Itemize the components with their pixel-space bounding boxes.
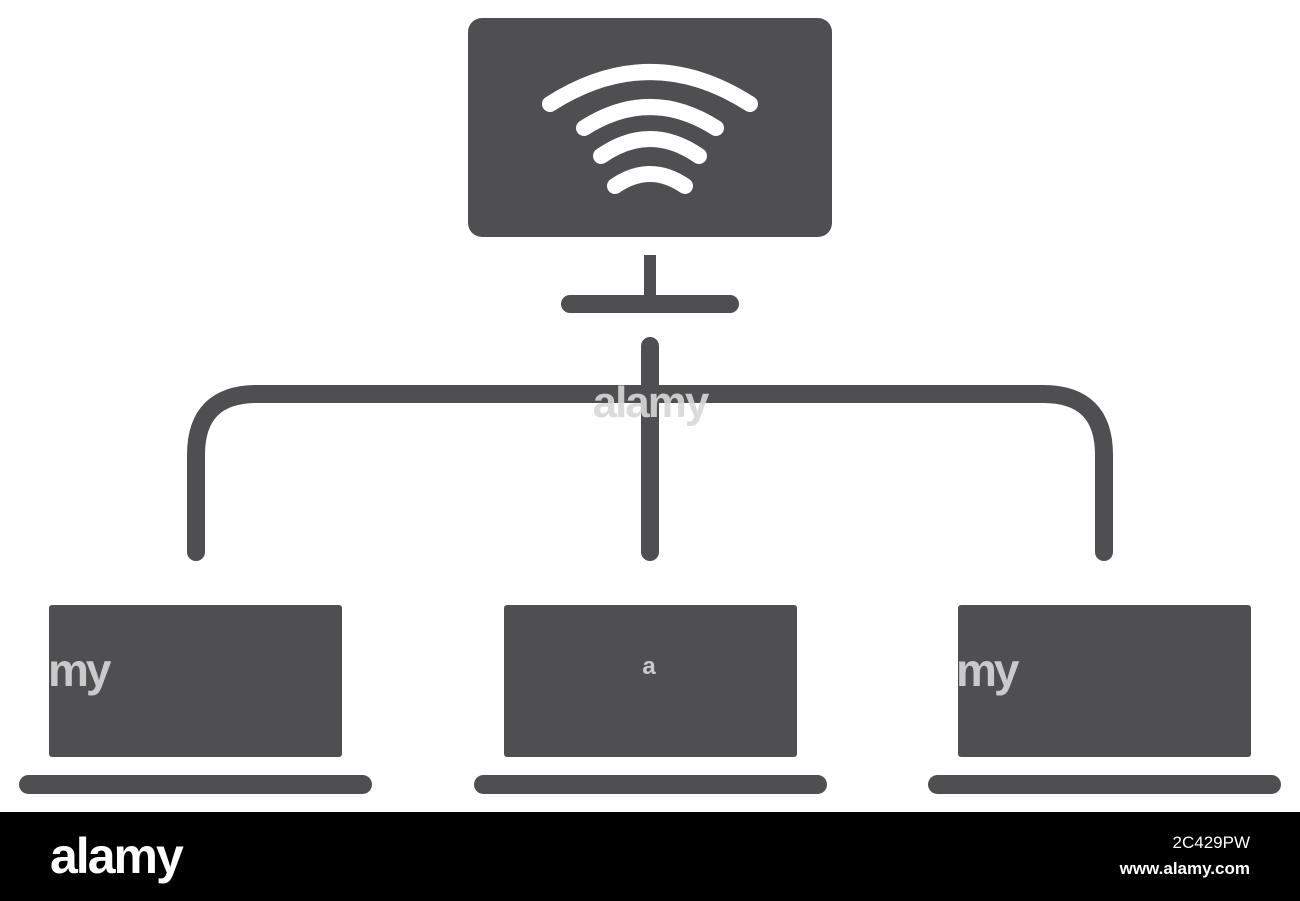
connector-right [641,385,1113,561]
watermark-letter: a [642,653,656,680]
laptop-icon [928,605,1281,794]
laptop-base [928,775,1281,794]
connector-left [187,385,659,561]
laptop-icon [19,605,372,794]
laptop-base [474,775,827,794]
network-diagram: alamy my my a [19,18,1281,794]
wifi-arc-3 [593,131,707,164]
router-stand-neck [644,255,656,299]
watermark-layer: alamy my my a [48,378,1023,696]
site-url: www.alamy.com [1119,859,1250,878]
watermark-left: my [48,644,112,696]
laptop-screen [958,605,1251,757]
laptop-base [19,775,372,794]
laptop-icon [474,605,827,794]
brand-logo: alamy [50,828,184,884]
wifi-arc-2 [576,99,724,136]
watermark-center: alamy [593,378,710,427]
image-id-label: 2C429PW [1172,833,1250,852]
wifi-arc-1 [542,64,758,112]
stock-footer: alamy 2C429PW www.alamy.com [0,812,1300,901]
wifi-arc-4 [607,166,693,194]
router-stand-base [561,295,739,313]
wifi-signal-icon [542,64,758,194]
laptop-screen [49,605,342,757]
watermark-right: my [956,644,1020,696]
network-connections [187,337,1113,561]
wifi-router-icon [468,18,832,313]
laptop-screen [504,605,797,757]
router-screen [468,18,832,237]
